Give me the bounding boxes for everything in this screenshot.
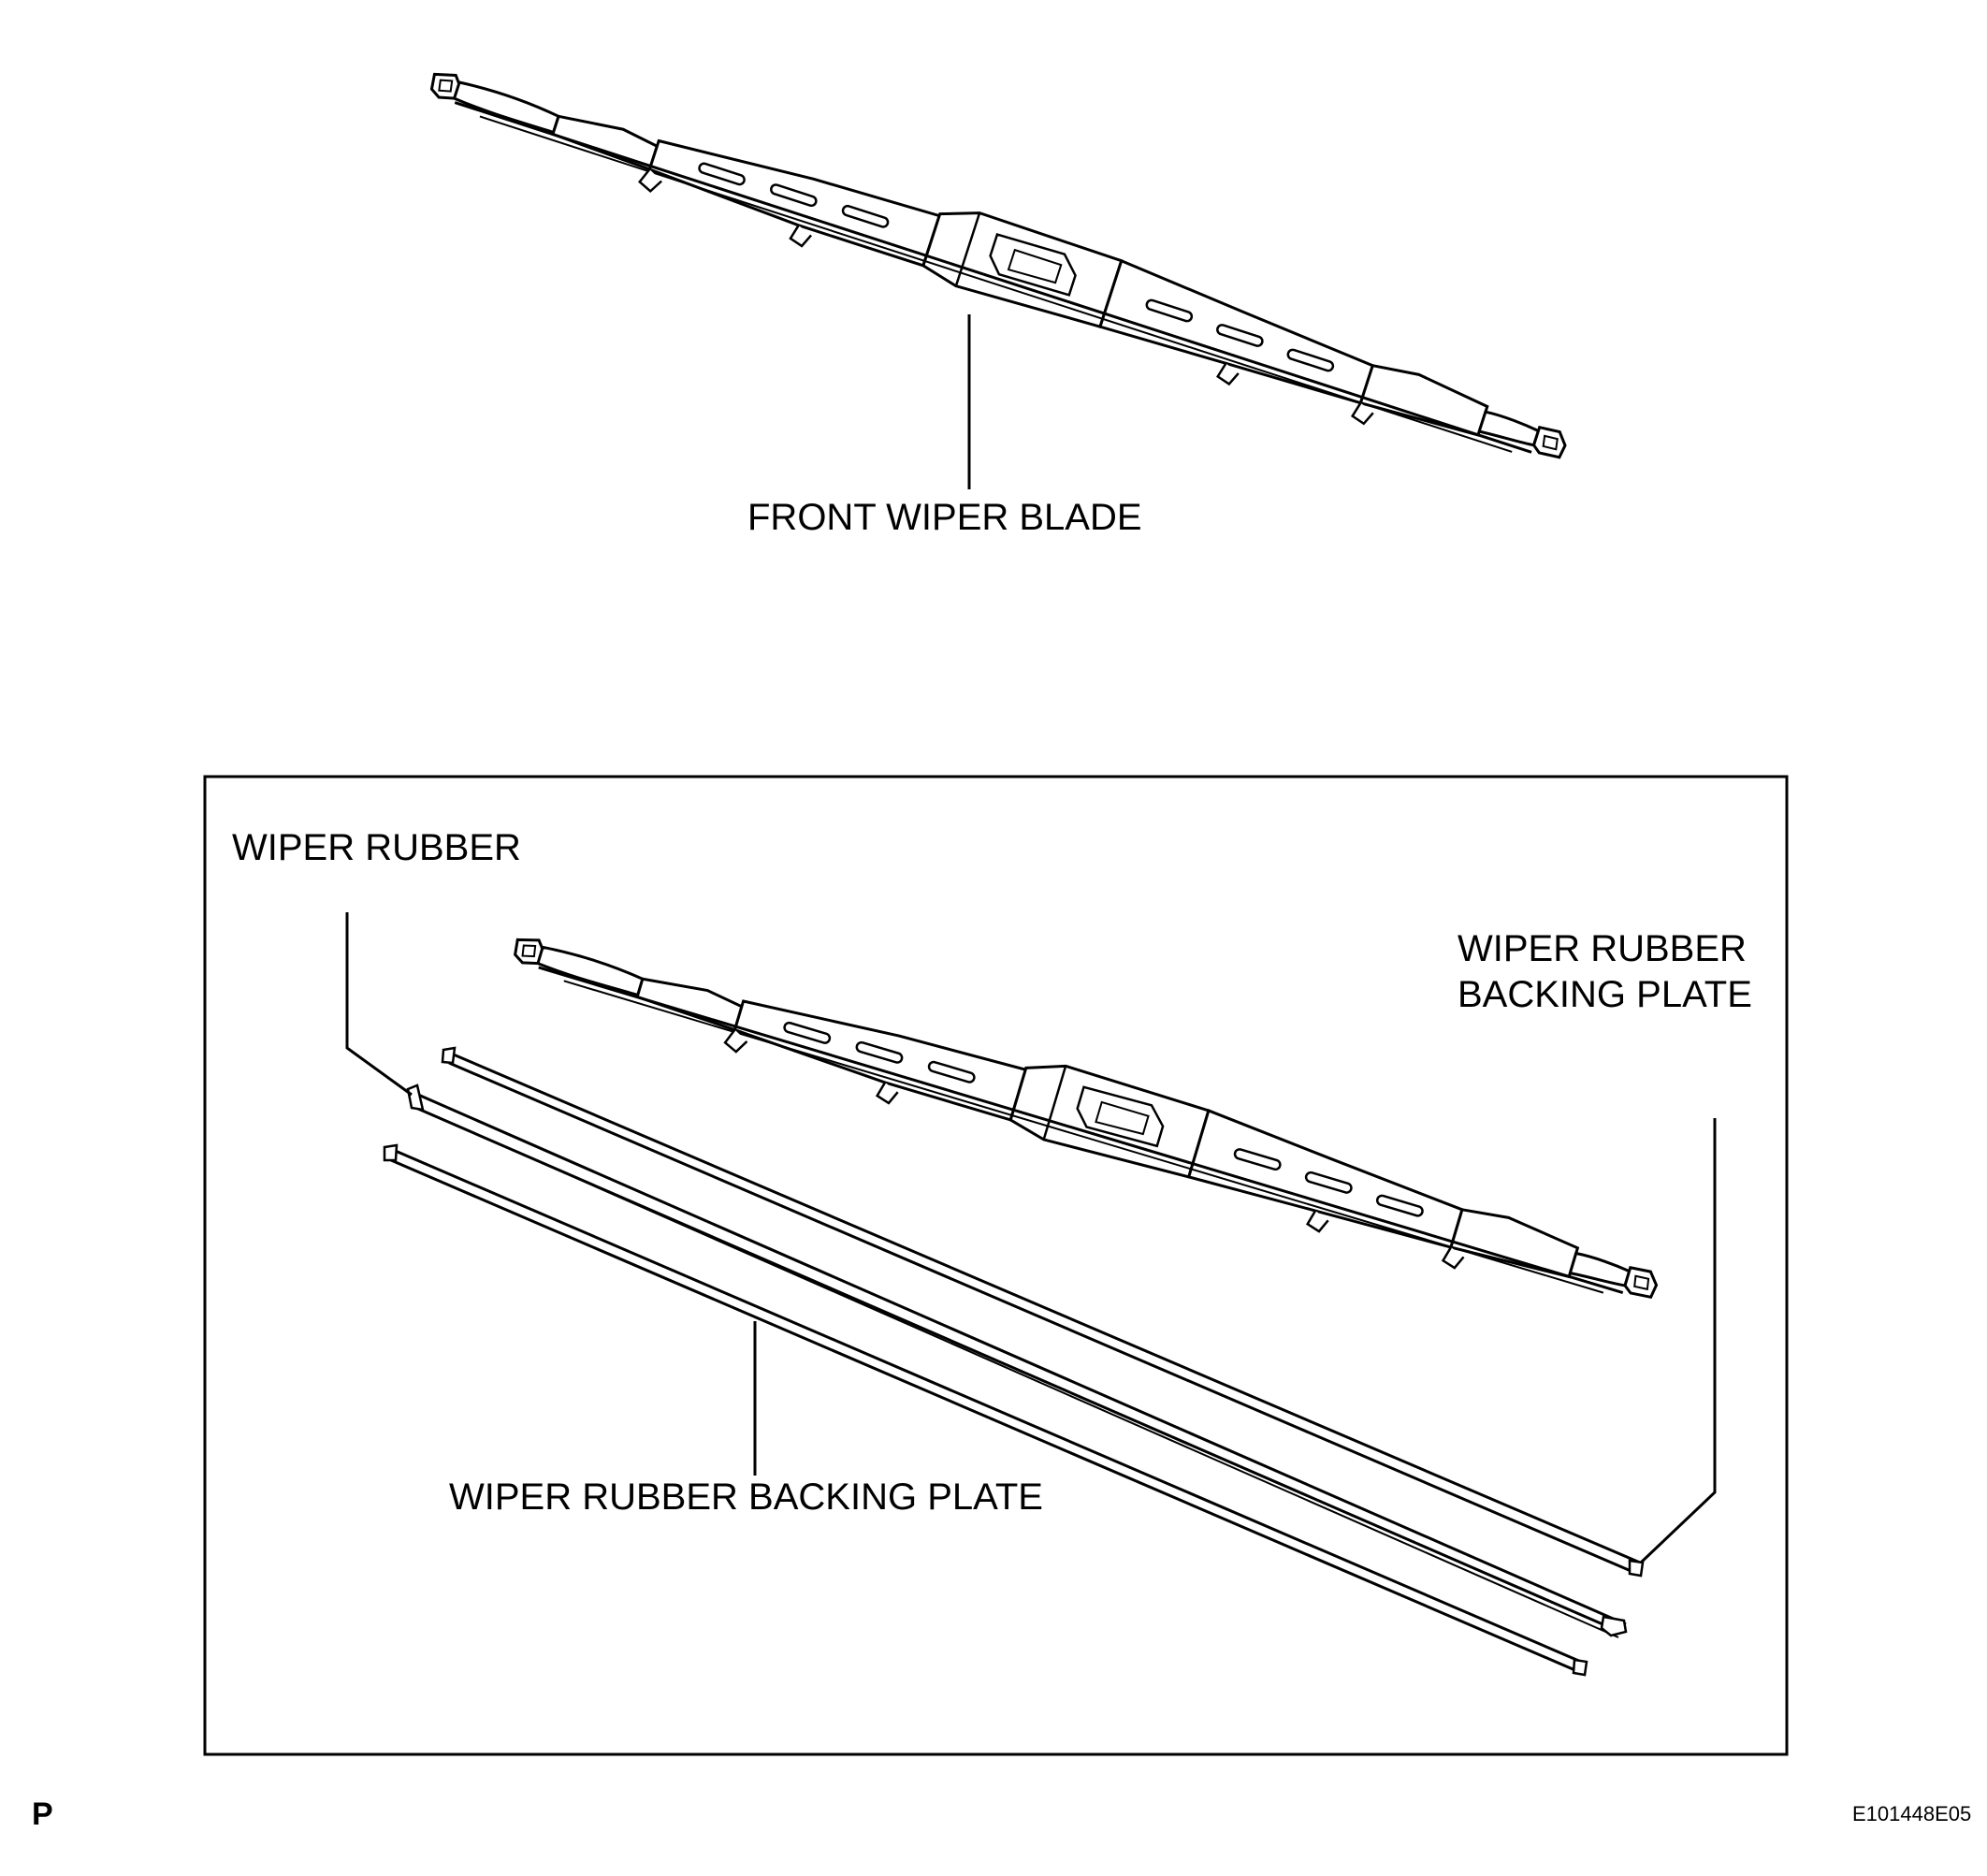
label-front-wiper-blade: FRONT WIPER BLADE [747, 497, 1142, 538]
label-backing-plate-upper-line1: WIPER RUBBER [1458, 928, 1747, 969]
detail-frame [203, 775, 1789, 1756]
label-backing-plate-upper: WIPER RUBBER BACKING PLATE [1458, 926, 1752, 1018]
label-backing-plate-upper-line2: BACKING PLATE [1458, 974, 1752, 1015]
wiper-rubber-drawing [406, 1083, 1628, 1638]
label-wiper-rubber: WIPER RUBBER [232, 827, 521, 868]
wiper-rubber-leader [345, 912, 413, 1097]
backing-plate-upper-leader [1639, 1118, 1717, 1564]
figure-code: E101448E05 [1852, 1802, 1972, 1825]
lower-backing-plate-drawing [383, 1143, 1588, 1677]
page-marker: P [32, 1796, 53, 1832]
front-wiper-blade-drawing [417, 38, 1580, 490]
upper-backing-plate-drawing [441, 1046, 1645, 1578]
label-backing-plate-lower: WIPER RUBBER BACKING PLATE [449, 1476, 1043, 1518]
